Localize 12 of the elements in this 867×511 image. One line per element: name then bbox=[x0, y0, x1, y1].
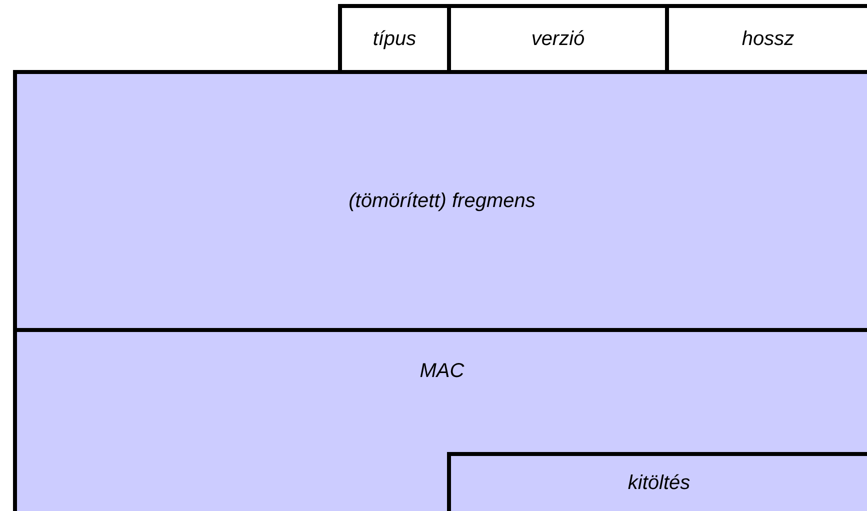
field-label: kitöltés bbox=[628, 472, 690, 495]
field-label: típus bbox=[372, 28, 416, 50]
field-label: MAC bbox=[420, 360, 464, 383]
field-label: hossz bbox=[742, 28, 794, 50]
field-cell bbox=[665, 4, 867, 70]
field-cell bbox=[447, 4, 665, 70]
field-cell bbox=[447, 452, 867, 511]
field-label: (tömörített) fregmens bbox=[348, 190, 536, 212]
field-label: verzió bbox=[531, 28, 585, 50]
field-cell bbox=[13, 70, 867, 328]
field-cell bbox=[338, 4, 447, 70]
field-cell bbox=[13, 328, 867, 511]
